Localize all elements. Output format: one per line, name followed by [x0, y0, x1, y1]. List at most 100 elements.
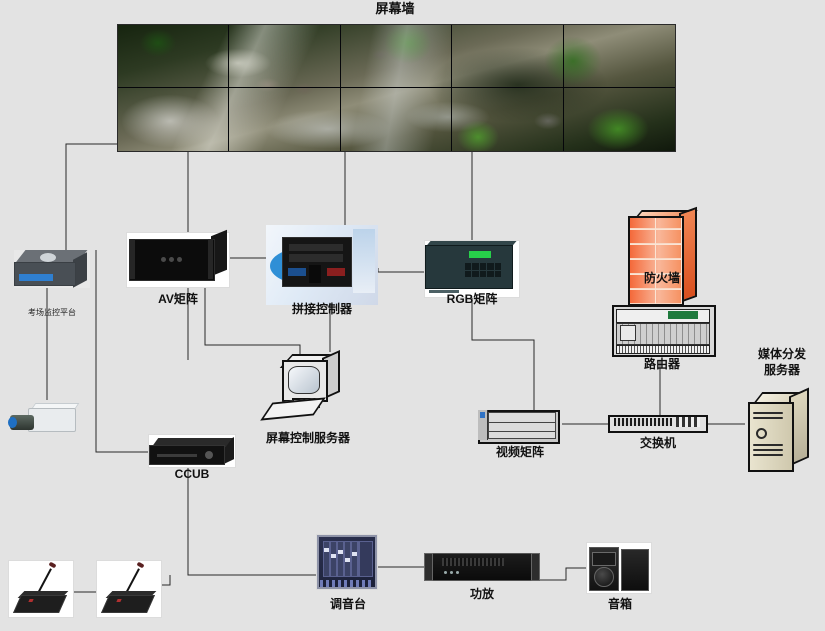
- media-server-label-line1: 媒体分发: [757, 347, 806, 361]
- chassis-center-bay: [309, 265, 321, 283]
- server-slot: [753, 449, 783, 451]
- page-title: 屏幕墙: [375, 1, 415, 16]
- splicing-controller[interactable]: [266, 225, 378, 305]
- rack-ear-left: [478, 410, 488, 440]
- mixer-fader[interactable]: [337, 541, 344, 577]
- mixer-fader[interactable]: [323, 541, 330, 577]
- screen-control-server-label: 屏幕控制服务器: [265, 431, 350, 445]
- video-wall[interactable]: [117, 24, 676, 152]
- desk-microphone-2[interactable]: [96, 560, 162, 618]
- camera-glass: [8, 417, 17, 428]
- chassis-vent: [289, 254, 343, 262]
- video-wall-image: [118, 25, 675, 151]
- video-wall-cell[interactable]: [452, 25, 564, 88]
- rgb-matrix[interactable]: [424, 240, 520, 298]
- amplifier-led: [444, 571, 447, 574]
- chassis-blue-module: [288, 268, 306, 276]
- router-sub-module: [620, 325, 636, 341]
- amplifier-label: 功放: [469, 587, 494, 601]
- audio-mixer[interactable]: [316, 534, 378, 590]
- video-matrix-label: 视频矩阵: [495, 445, 544, 459]
- server-slot: [753, 444, 783, 446]
- video-wall-cell[interactable]: [229, 25, 341, 88]
- switch-port-bank: [650, 418, 672, 426]
- controller-chassis: [282, 237, 352, 287]
- chassis-red-module: [327, 268, 345, 276]
- media-server-label-line2: 服务器: [763, 363, 800, 377]
- firewall-brick-icon: [628, 216, 684, 306]
- speakers-label: 音箱: [607, 597, 632, 611]
- device-blue-panel: [19, 274, 53, 281]
- ccub[interactable]: [148, 434, 236, 468]
- video-wall-cell[interactable]: [341, 88, 453, 151]
- splicing-controller-label: 拼接控制器: [291, 302, 352, 316]
- microphone-base: [12, 595, 68, 613]
- video-wall-cell[interactable]: [229, 88, 341, 151]
- chassis-vent: [289, 244, 343, 251]
- rgb-matrix-label: RGB矩阵: [446, 292, 498, 306]
- mixer-fader[interactable]: [351, 541, 358, 577]
- rgb-matrix-keypad[interactable]: [465, 263, 501, 277]
- cctv-camera-icon[interactable]: [8, 398, 82, 442]
- loudspeakers[interactable]: [586, 542, 652, 594]
- switch-label: 交换机: [639, 436, 676, 450]
- controller-sidebars: [353, 229, 375, 293]
- server-slot: [753, 454, 783, 456]
- video-matrix-led: [480, 412, 485, 418]
- video-wall-cell[interactable]: [563, 25, 675, 88]
- switch-port-bank: [614, 418, 648, 426]
- exam-monitor-platform-label: 考场监控平台: [28, 308, 76, 317]
- camera-body: [28, 408, 76, 432]
- microphone-base: [100, 595, 156, 613]
- switch-uplink-bank: [676, 417, 700, 427]
- speaker-woofer: [594, 567, 614, 587]
- rack-ear-left: [130, 239, 135, 279]
- av-matrix-button[interactable]: [177, 257, 182, 262]
- ccub-knob[interactable]: [205, 451, 213, 459]
- firewall-label: 防火墙: [643, 271, 680, 285]
- power-amplifier[interactable]: [424, 553, 540, 581]
- power-button-icon[interactable]: [756, 428, 767, 439]
- mixer-knob-panel[interactable]: [359, 541, 373, 577]
- router-vent: [616, 345, 710, 354]
- firewall[interactable]: [626, 206, 698, 310]
- network-switch[interactable]: [608, 415, 708, 433]
- mixer-fader[interactable]: [330, 541, 337, 577]
- media-server[interactable]: [744, 387, 814, 472]
- disc-icon: [40, 253, 56, 262]
- rack-ear-left: [424, 553, 433, 581]
- router-status-panel: [668, 311, 698, 319]
- exam-monitor-platform[interactable]: [14, 250, 90, 288]
- desk-microphone-1[interactable]: [8, 560, 74, 618]
- video-wall-cell[interactable]: [452, 88, 564, 151]
- av-matrix-label: AV矩阵: [158, 292, 198, 306]
- video-matrix[interactable]: [478, 410, 562, 444]
- mixer-channel-row: [320, 580, 374, 587]
- speaker-cabinet-right: [621, 549, 649, 591]
- amplifier-body: [424, 553, 540, 581]
- router-line-cards: [616, 323, 710, 345]
- av-matrix[interactable]: [126, 229, 230, 288]
- video-matrix-row: [488, 431, 556, 439]
- server-slot: [753, 417, 783, 419]
- screen-control-server[interactable]: [260, 349, 348, 422]
- speaker-horn: [592, 552, 616, 566]
- rack-ear-right: [531, 553, 540, 581]
- video-wall-cell[interactable]: [118, 88, 230, 151]
- video-wall-cell[interactable]: [118, 25, 230, 88]
- keyboard-icon[interactable]: [260, 397, 326, 421]
- ccub-label: CCUB: [174, 467, 210, 481]
- av-matrix-button[interactable]: [161, 257, 166, 262]
- server-slot: [753, 412, 783, 414]
- router[interactable]: [612, 305, 716, 357]
- mixer-fader[interactable]: [344, 541, 351, 577]
- amplifier-led: [456, 571, 459, 574]
- video-wall-cell[interactable]: [564, 88, 675, 151]
- rgb-matrix-logo-strip: [429, 290, 459, 293]
- video-wall-cell[interactable]: [340, 25, 453, 88]
- mixer-label: 调音台: [329, 597, 366, 611]
- crt-screen: [288, 366, 320, 394]
- amplifier-led: [450, 571, 453, 574]
- av-matrix-button[interactable]: [169, 257, 174, 262]
